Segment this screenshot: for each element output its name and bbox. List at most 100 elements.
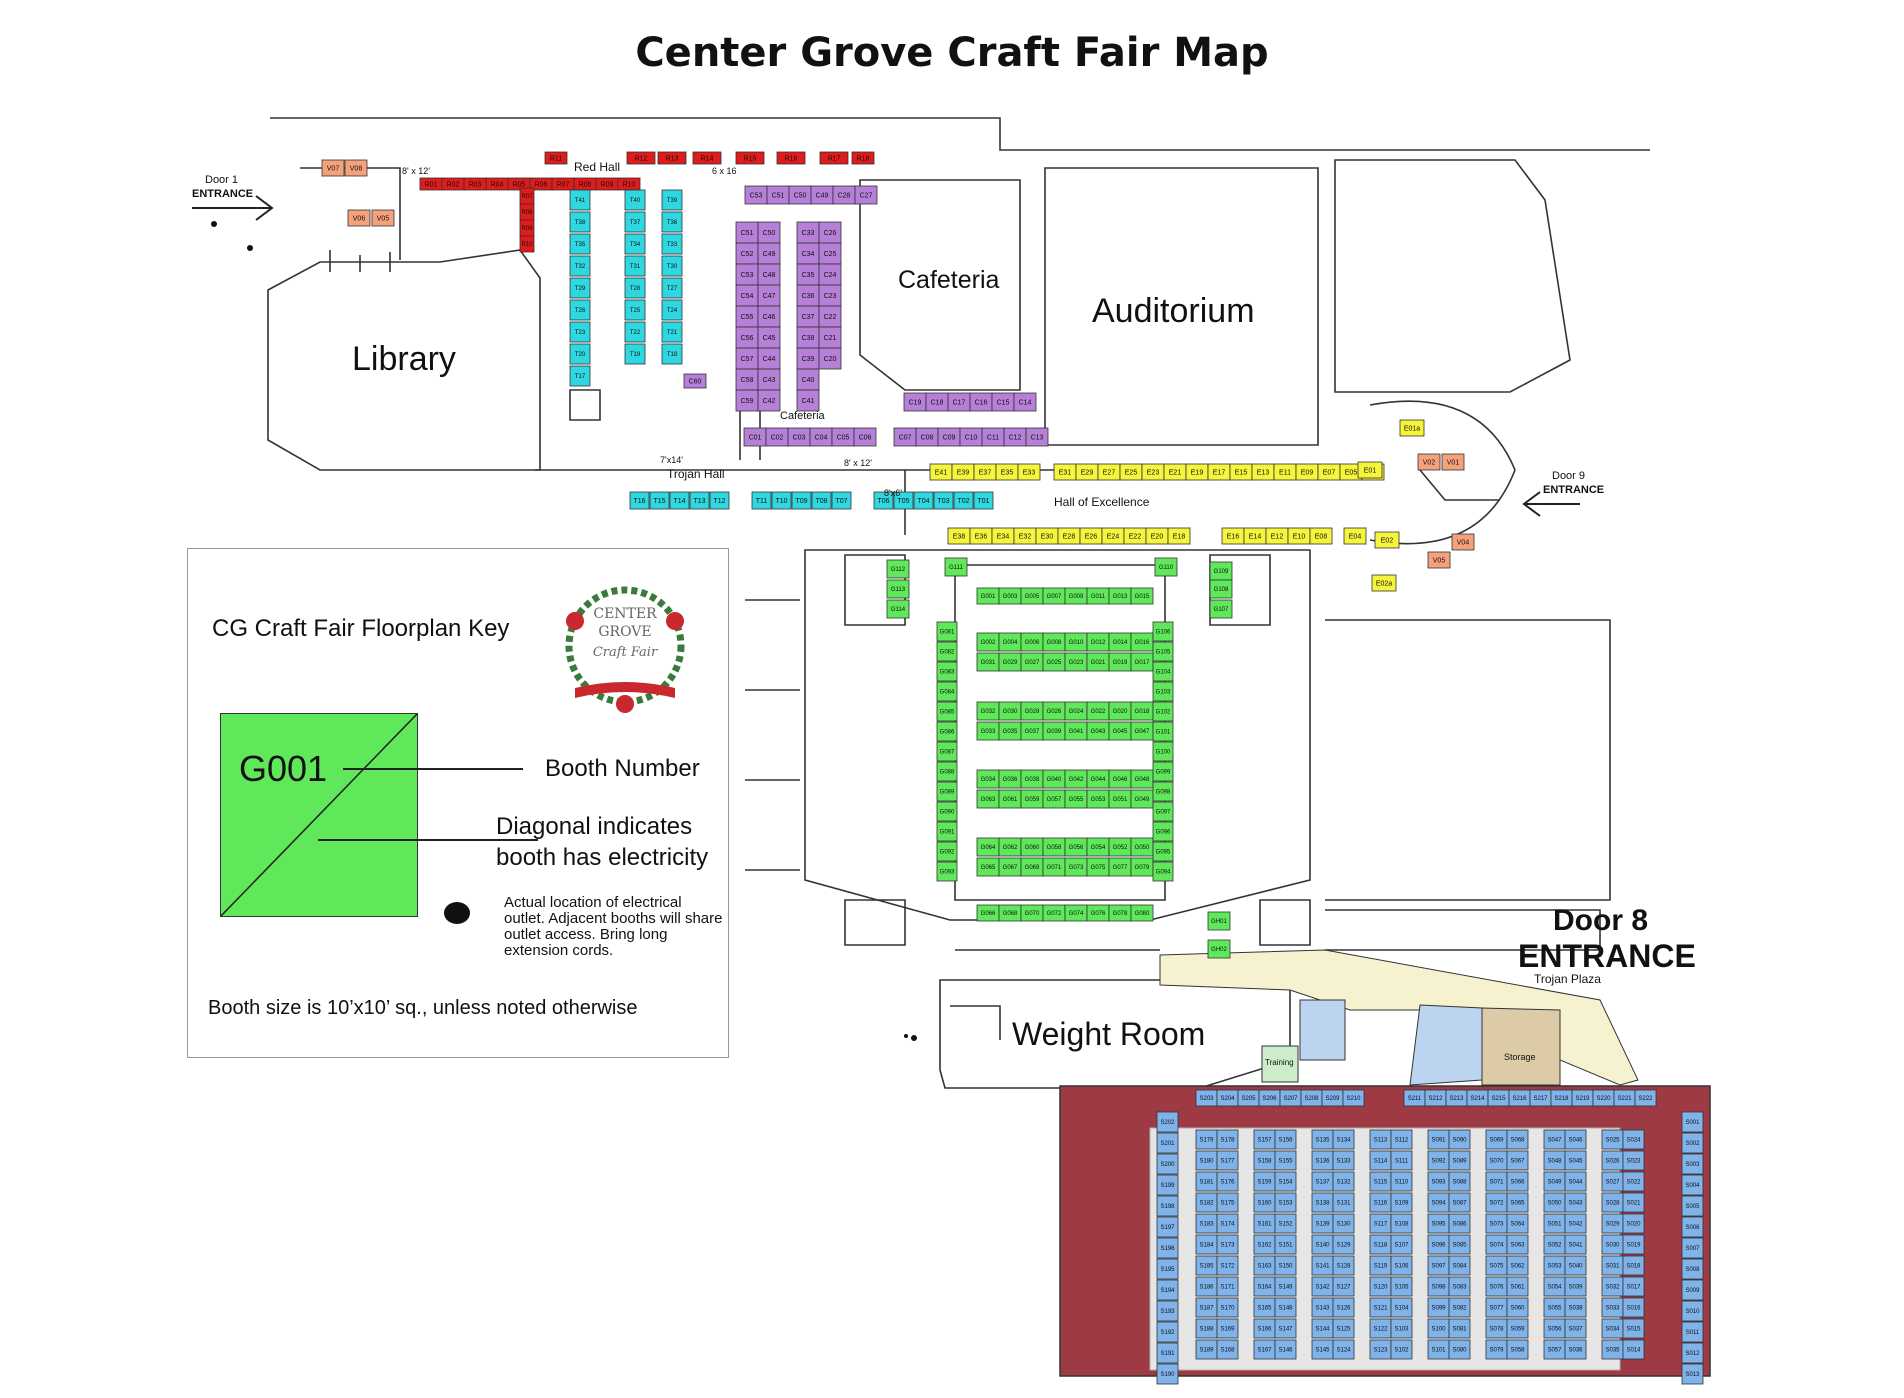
booth-label: S022: [1626, 1180, 1641, 1186]
booth-label: G002: [981, 640, 996, 646]
booth-label: S068: [1510, 1138, 1525, 1144]
booth-s122: S122: [1369, 1318, 1392, 1339]
booth-label: S197: [1160, 1225, 1175, 1231]
booth-g079: G079: [1130, 857, 1154, 877]
booth-label: S126: [1336, 1306, 1351, 1312]
booth-s097: S097: [1427, 1255, 1450, 1276]
booth-label: S118: [1374, 1243, 1388, 1249]
booth-s042: S042: [1564, 1213, 1587, 1234]
booth-g087: G087: [936, 741, 958, 762]
booth-t16: T16: [629, 491, 650, 510]
booth-label: C48: [763, 272, 776, 279]
booth-label: S130: [1336, 1222, 1351, 1228]
booth-label: E02a: [1376, 580, 1392, 587]
booth-e39: E39: [951, 463, 975, 481]
booth-s137: S137: [1311, 1171, 1334, 1192]
booth-e25: E25: [1119, 463, 1143, 481]
booth-s177: S177: [1216, 1150, 1239, 1171]
booth-label: G051: [1113, 797, 1128, 803]
booth-label: S204: [1220, 1096, 1235, 1102]
booth-g037: G037: [1020, 721, 1044, 741]
booth-label: S116: [1374, 1201, 1388, 1207]
booth-label: G066: [981, 911, 996, 917]
storage-area: [1481, 1007, 1561, 1086]
booth-e19: E19: [1185, 463, 1209, 481]
booth-label: S106: [1394, 1264, 1409, 1270]
booth-g103: G103: [1152, 681, 1174, 702]
booth-label: S176: [1220, 1180, 1235, 1186]
booth-label: G111: [949, 565, 963, 571]
booth-s150: S150: [1274, 1255, 1297, 1276]
booth-s078: S078: [1485, 1318, 1508, 1339]
booth-label: G087: [940, 750, 955, 756]
booth-s070: S070: [1485, 1150, 1508, 1171]
booth-g023: G023: [1064, 652, 1088, 672]
booth-label: C35: [802, 272, 815, 279]
booth-gh01: GH01: [1207, 911, 1231, 931]
booth-label: R12: [635, 155, 648, 162]
booth-label: S153: [1278, 1201, 1293, 1207]
booth-g072: G072: [1042, 904, 1066, 922]
booth-label: C51: [772, 192, 785, 199]
booth-label: C59: [741, 398, 754, 405]
booth-label: T18: [667, 352, 678, 358]
booth-label: T04: [917, 498, 929, 505]
booth-c27: C27: [854, 185, 878, 205]
key-outlet-label: Actual location of electrical outlet. Ad…: [504, 894, 723, 959]
booth-s111: S111: [1390, 1150, 1413, 1171]
booth-label: C60: [689, 378, 702, 385]
booth-label: S200: [1160, 1162, 1175, 1168]
booth-s100: S100: [1427, 1318, 1450, 1339]
booth-s172: S172: [1216, 1255, 1239, 1276]
booth-g089: G089: [936, 781, 958, 802]
booth-label: S170: [1220, 1306, 1235, 1312]
booth-label: S115: [1374, 1180, 1388, 1186]
booth-s057: S057: [1543, 1339, 1566, 1360]
booth-s185: S185: [1195, 1255, 1218, 1276]
booth-label: G106: [1156, 630, 1171, 636]
booth-label: S218: [1554, 1096, 1569, 1102]
booth-label: G052: [1113, 845, 1128, 851]
booth-label: S021: [1626, 1201, 1641, 1207]
booth-label: S011: [1686, 1330, 1700, 1336]
outlet-icon: [444, 902, 470, 924]
booth-label: C34: [802, 251, 815, 258]
booth-label: S098: [1431, 1285, 1446, 1291]
booth-label: S070: [1489, 1159, 1504, 1165]
booth-s162: S162: [1253, 1234, 1276, 1255]
booth-s076: S076: [1485, 1276, 1508, 1297]
booth-label: S193: [1160, 1309, 1175, 1315]
booth-s124: S124: [1332, 1339, 1355, 1360]
booth-label: E17: [1213, 469, 1226, 476]
booth-label: S155: [1278, 1159, 1293, 1165]
booth-label: T30: [667, 264, 678, 270]
booth-t39: T39: [661, 189, 683, 211]
booth-label: G096: [1156, 830, 1171, 836]
booth-t05: T05: [893, 491, 914, 510]
booth-s151: S151: [1274, 1234, 1297, 1255]
booth-label: S078: [1489, 1327, 1504, 1333]
booth-label: S093: [1431, 1180, 1446, 1186]
booth-label: C24: [824, 272, 837, 279]
booth-s108: S108: [1390, 1213, 1413, 1234]
booth-g090: G090: [936, 801, 958, 822]
booth-label: S201: [1160, 1141, 1175, 1147]
booth-t26: T26: [569, 299, 591, 321]
booth-s019: S019: [1622, 1234, 1645, 1255]
booth-label: T14: [673, 498, 685, 505]
booth-c36: C36: [796, 284, 820, 307]
booth-label: E21: [1169, 469, 1182, 476]
booth-label: G079: [1135, 865, 1150, 871]
booth-label: S055: [1547, 1306, 1562, 1312]
booth-label: S206: [1262, 1096, 1277, 1102]
booth-g054: G054: [1086, 837, 1110, 857]
booth-label: S088: [1452, 1180, 1467, 1186]
booth-g030: G030: [998, 701, 1022, 721]
booth-s180: S180: [1195, 1150, 1218, 1171]
booth-label: S190: [1160, 1372, 1175, 1378]
booth-s087: S087: [1448, 1192, 1471, 1213]
booth-g006: G006: [1020, 632, 1044, 652]
booth-label: S108: [1394, 1222, 1409, 1228]
booth-c53: C53: [735, 263, 759, 286]
booth-s014: S014: [1622, 1339, 1645, 1360]
